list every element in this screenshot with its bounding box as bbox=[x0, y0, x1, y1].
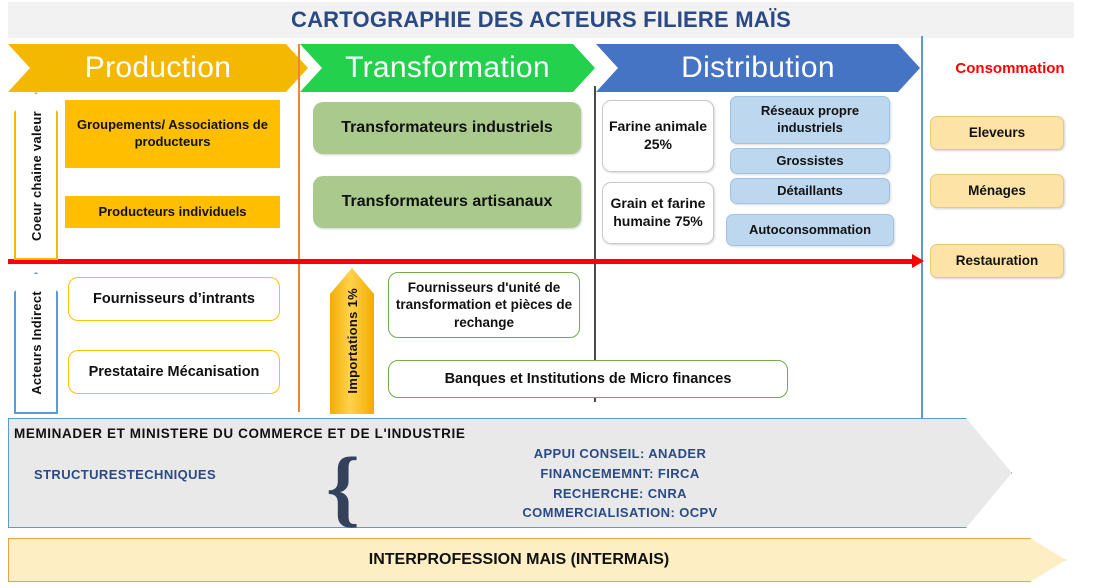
distribution-channel-reseaux-propre-industriels[interactable]: Réseaux propre industriels bbox=[730, 96, 890, 144]
transformation-box-artisanaux[interactable]: Transformateurs artisanaux bbox=[313, 176, 581, 228]
institutional-ministry-label: MEMINADER ET MINISTERE DU COMMERCE ET DE… bbox=[14, 426, 466, 441]
distribution-channel-autoconsommation[interactable]: Autoconsommation bbox=[726, 214, 894, 246]
transformation-box-industriels[interactable]: Transformateurs industriels bbox=[313, 102, 581, 154]
consommation-box-eleveurs-label: Eleveurs bbox=[968, 125, 1026, 141]
curly-brace-icon: { bbox=[326, 439, 360, 535]
institutional-panel bbox=[8, 418, 1012, 528]
title-bar: CARTOGRAPHIE DES ACTEURS FILIERE MAÏS bbox=[8, 2, 1074, 38]
value-chain-flow-arrow-icon bbox=[8, 254, 924, 268]
divider-distribution-consommation bbox=[921, 36, 923, 419]
production-box-groupements-label: Groupements/ Associations de producteurs bbox=[77, 117, 268, 149]
indirect-box-fournisseurs-unite-transformation[interactable]: Fournisseurs d'unité de transformation e… bbox=[388, 272, 580, 338]
axis-label-indirect-actors: Acteurs Indirect bbox=[14, 272, 58, 414]
stage-banner-production[interactable]: Production bbox=[8, 44, 308, 92]
distribution-product-farine-animale-label: Farine animale 25% bbox=[608, 118, 708, 152]
institutional-service-commercialisation: COMMERCIALISATION: OCPV bbox=[522, 505, 718, 521]
distribution-channel-grossistes-label: Grossistes bbox=[776, 152, 844, 168]
consommation-box-menages[interactable]: Ménages bbox=[930, 174, 1064, 208]
indirect-box-fournisseurs-unite-transformation-label: Fournisseurs d'unité de transformation e… bbox=[395, 280, 573, 330]
distribution-product-grain-farine-humaine-label: Grain et farine humaine 75% bbox=[610, 195, 706, 229]
interprofession-ribbon bbox=[8, 538, 1066, 582]
production-box-producteurs-individuels[interactable]: Producteurs individuels bbox=[65, 196, 280, 228]
institutional-service-recherche: RECHERCHE: CNRA bbox=[553, 485, 687, 501]
distribution-product-farine-animale[interactable]: Farine animale 25% bbox=[602, 100, 714, 172]
stage-label-transformation: Transformation bbox=[345, 51, 550, 84]
stage-banner-transformation[interactable]: Transformation bbox=[300, 44, 595, 92]
indirect-box-prestataire-mecanisation[interactable]: Prestataire Mécanisation bbox=[68, 350, 280, 394]
stage-banner-distribution[interactable]: Distribution bbox=[596, 44, 920, 92]
production-box-groupements[interactable]: Groupements/ Associations de producteurs bbox=[65, 100, 280, 168]
page-title: CARTOGRAPHIE DES ACTEURS FILIERE MAÏS bbox=[291, 7, 791, 32]
consommation-box-restauration-label: Restauration bbox=[955, 253, 1039, 269]
institutional-service-appui-conseil: APPUI CONSEIL: ANADER bbox=[533, 446, 707, 461]
institutional-services-list: APPUI CONSEIL: ANADER FINANCEMEMNT: FIRC… bbox=[430, 444, 810, 523]
stage-label-distribution: Distribution bbox=[681, 51, 835, 84]
institutional-service-financement: FINANCEMEMNT: FIRCA bbox=[540, 465, 700, 481]
indirect-box-banques-microfinances[interactable]: Banques et Institutions de Micro finance… bbox=[388, 360, 788, 398]
indirect-box-fournisseurs-intrants[interactable]: Fournisseurs d’intrants bbox=[68, 277, 280, 321]
distribution-channel-grossistes[interactable]: Grossistes bbox=[730, 148, 890, 174]
indirect-box-banques-microfinances-label: Banques et Institutions de Micro finance… bbox=[444, 370, 732, 387]
indirect-box-fournisseurs-intrants-label: Fournisseurs d’intrants bbox=[93, 290, 255, 307]
stage-banner-consommation[interactable]: Consommation bbox=[926, 44, 1094, 92]
axis-label-indirect-actors-text: Acteurs Indirect bbox=[28, 291, 44, 395]
divider-transformation-distribution bbox=[594, 86, 596, 402]
consommation-box-restauration[interactable]: Restauration bbox=[930, 244, 1064, 278]
transformation-box-artisanaux-label: Transformateurs artisanaux bbox=[341, 192, 553, 210]
axis-label-core-value-chain-text: Coeur chaine valeur bbox=[28, 111, 44, 241]
stage-label-consommation: Consommation bbox=[955, 59, 1065, 77]
stage-label-production: Production bbox=[84, 51, 232, 84]
imports-arrow-label: Importations 1% bbox=[344, 288, 360, 394]
production-box-producteurs-individuels-label: Producteurs individuels bbox=[98, 203, 247, 219]
transformation-box-industriels-label: Transformateurs industriels bbox=[341, 118, 553, 136]
imports-arrow: Importations 1% bbox=[330, 268, 374, 414]
indirect-box-prestataire-mecanisation-label: Prestataire Mécanisation bbox=[88, 363, 260, 380]
consommation-box-eleveurs[interactable]: Eleveurs bbox=[930, 116, 1064, 150]
axis-label-core-value-chain: Coeur chaine valeur bbox=[14, 92, 58, 260]
distribution-channel-detaillants[interactable]: Détaillants bbox=[730, 178, 890, 204]
distribution-product-grain-farine-humaine[interactable]: Grain et farine humaine 75% bbox=[602, 182, 714, 244]
institutional-technical-structures-label: STRUCTURESTECHNIQUES bbox=[34, 467, 217, 482]
divider-production-transformation bbox=[298, 44, 300, 412]
consommation-box-menages-label: Ménages bbox=[968, 183, 1026, 199]
distribution-channel-reseaux-propre-industriels-label: Réseaux propre industriels bbox=[760, 103, 860, 135]
interprofession-label: INTERPROFESSION MAIS (INTERMAIS) bbox=[368, 551, 670, 568]
distribution-channel-detaillants-label: Détaillants bbox=[777, 182, 843, 198]
distribution-channel-autoconsommation-label: Autoconsommation bbox=[748, 221, 872, 237]
